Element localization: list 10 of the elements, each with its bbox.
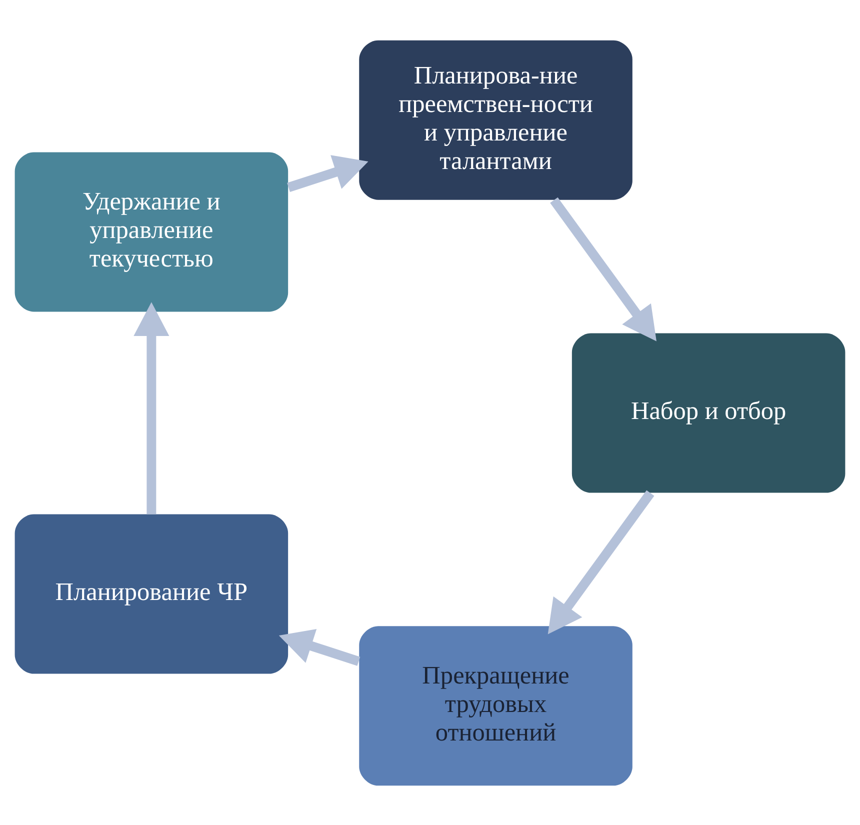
node-box: Планирование ЧР bbox=[14, 514, 288, 674]
node-box: Набор и отбор bbox=[572, 332, 846, 492]
arrow bbox=[278, 628, 360, 666]
node-box: Удержание и управление текучестью bbox=[14, 152, 288, 312]
arrow bbox=[134, 302, 170, 514]
arrow bbox=[287, 154, 368, 192]
arrow bbox=[548, 490, 654, 634]
arrow bbox=[550, 196, 656, 341]
node-box: Планирова-ние преемствен-ности и управление талантами bbox=[359, 40, 632, 200]
node-box: Прекращение трудовых отношений bbox=[359, 626, 632, 786]
